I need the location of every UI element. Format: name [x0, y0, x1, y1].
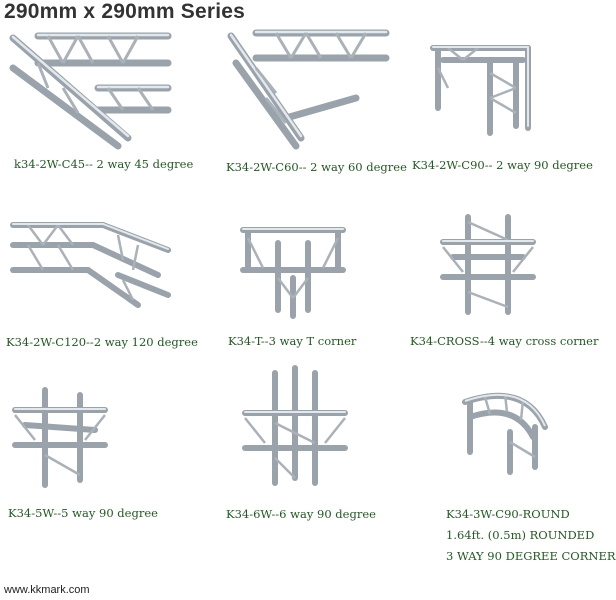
truss-corner-120-icon	[10, 222, 171, 308]
caption-k34-6w: K34-6W--6 way 90 degree	[226, 507, 376, 521]
caption-k34-5w: K34-5W--5 way 90 degree	[8, 506, 158, 520]
caption-k34-2w-c90: K34-2W-C90-- 2 way 90 degree	[412, 158, 593, 172]
truss-6way-icon	[242, 365, 348, 486]
caption-k34-2w-c45: k34-2W-C45-- 2 way 45 degree	[14, 157, 194, 171]
truss-corner-60-icon	[227, 29, 390, 150]
truss-5way-icon	[12, 387, 108, 488]
caption-k34-t: K34-T--3 way T corner	[228, 334, 357, 348]
caption-k34-3w-c90-round-line1: K34-3W-C90-ROUND	[446, 507, 570, 521]
truss-t-corner-icon	[240, 227, 346, 319]
truss-round-corner-icon	[462, 392, 548, 475]
truss-corner-90-icon	[430, 45, 531, 136]
caption-k34-3w-c90-round-line3: 3 WAY 90 DEGREE CORNER	[446, 549, 616, 563]
caption-k34-2w-c120: K34-2W-C120--2 way 120 degree	[6, 335, 198, 349]
website-footer: www.kkmark.com	[4, 584, 90, 596]
page-title: 290mm x 290mm Series	[4, 0, 245, 23]
truss-cross-corner-icon	[440, 214, 536, 315]
caption-k34-cross: K34-CROSS--4 way cross corner	[410, 334, 599, 348]
caption-k34-2w-c60: K34-2W-C60-- 2 way 60 degree	[226, 160, 407, 174]
truss-corner-45-icon	[9, 32, 172, 150]
caption-k34-3w-c90-round-line2: 1.64ft. (0.5m) ROUNDED	[446, 528, 595, 542]
